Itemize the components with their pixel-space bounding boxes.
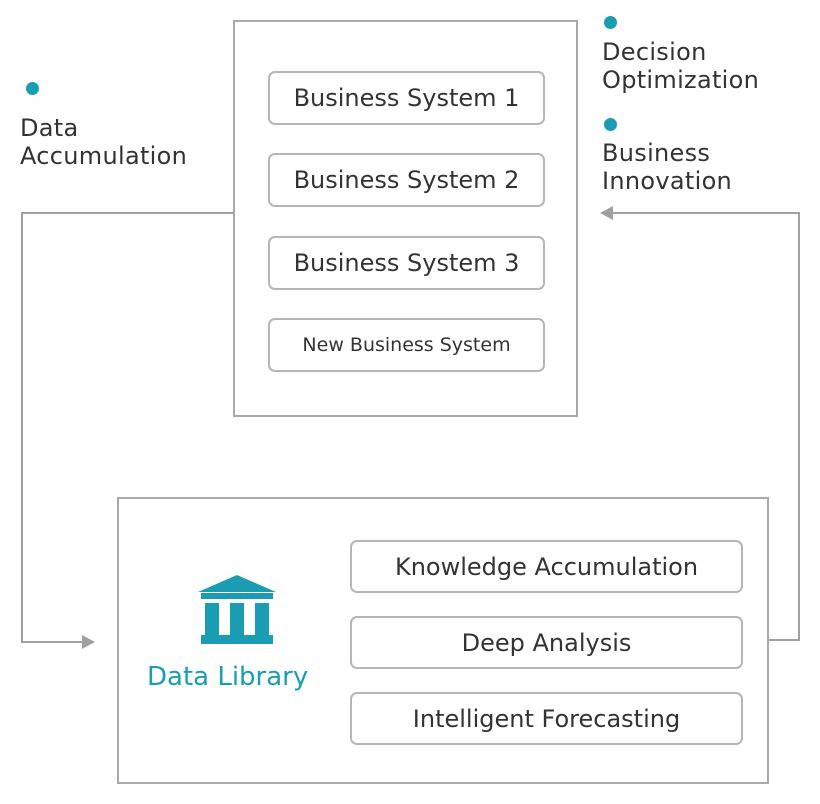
- business-system-2: Business System 2: [268, 153, 545, 207]
- deep-analysis-box: Deep Analysis: [350, 616, 743, 669]
- knowledge-accumulation-box: Knowledge Accumulation: [350, 540, 743, 593]
- decision-optimization-label: Decision Optimization: [602, 38, 759, 94]
- intelligent-forecasting-box: Intelligent Forecasting: [350, 692, 743, 745]
- business-innovation-label: Business Innovation: [602, 139, 732, 195]
- decision-optimization-line-1: Decision: [602, 38, 707, 66]
- business-system-3: Business System 3: [268, 236, 545, 290]
- data-accumulation-line-2: Accumulation: [20, 142, 188, 170]
- data-accumulation-label: Data Accumulation: [20, 114, 187, 170]
- data-library-title: Data Library: [147, 662, 309, 692]
- data-accumulation-bullet: [26, 82, 39, 95]
- arrow-right-icon: [82, 635, 95, 649]
- business-innovation-line-2: Innovation: [602, 167, 733, 195]
- business-system-1: Business System 1: [268, 71, 545, 125]
- feedback-connector: [613, 212, 800, 641]
- data-accumulation-connector: [21, 212, 233, 643]
- business-innovation-bullet: [604, 118, 617, 131]
- arrow-left-icon: [600, 206, 613, 220]
- bank-building-icon: [198, 575, 276, 644]
- new-business-system: New Business System: [268, 318, 545, 372]
- business-innovation-line-1: Business: [602, 139, 711, 167]
- data-accumulation-line-1: Data: [20, 114, 79, 142]
- decision-optimization-line-2: Optimization: [602, 66, 760, 94]
- decision-optimization-bullet: [604, 16, 617, 29]
